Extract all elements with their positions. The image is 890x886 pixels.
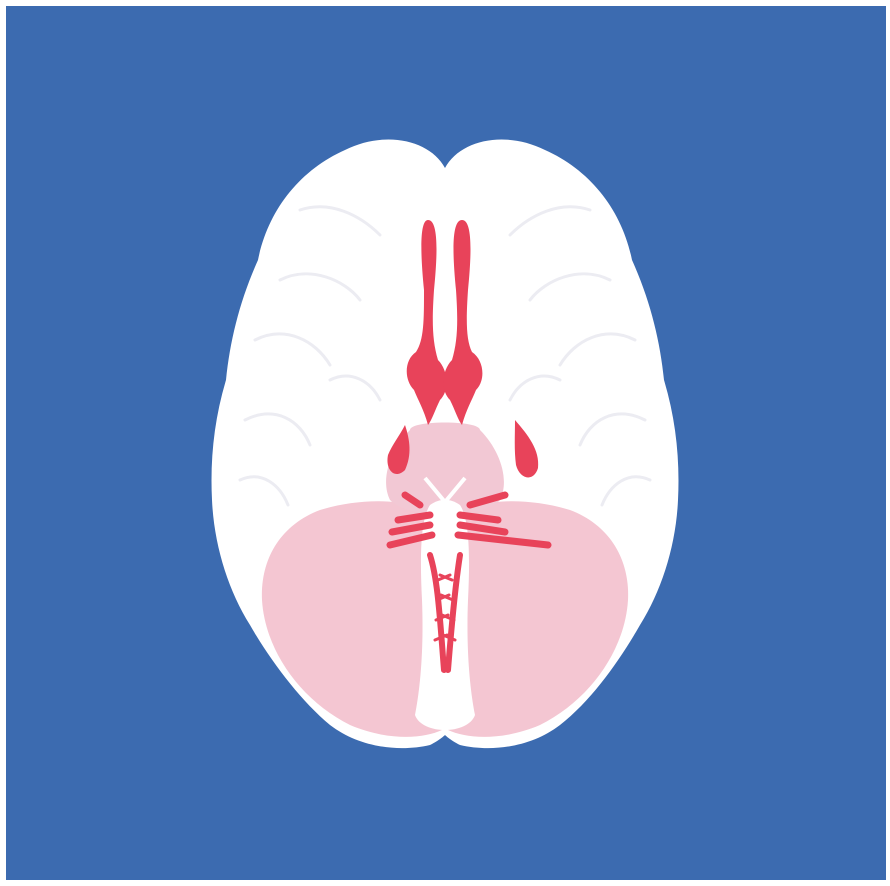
root <box>460 515 498 520</box>
root <box>398 515 430 520</box>
